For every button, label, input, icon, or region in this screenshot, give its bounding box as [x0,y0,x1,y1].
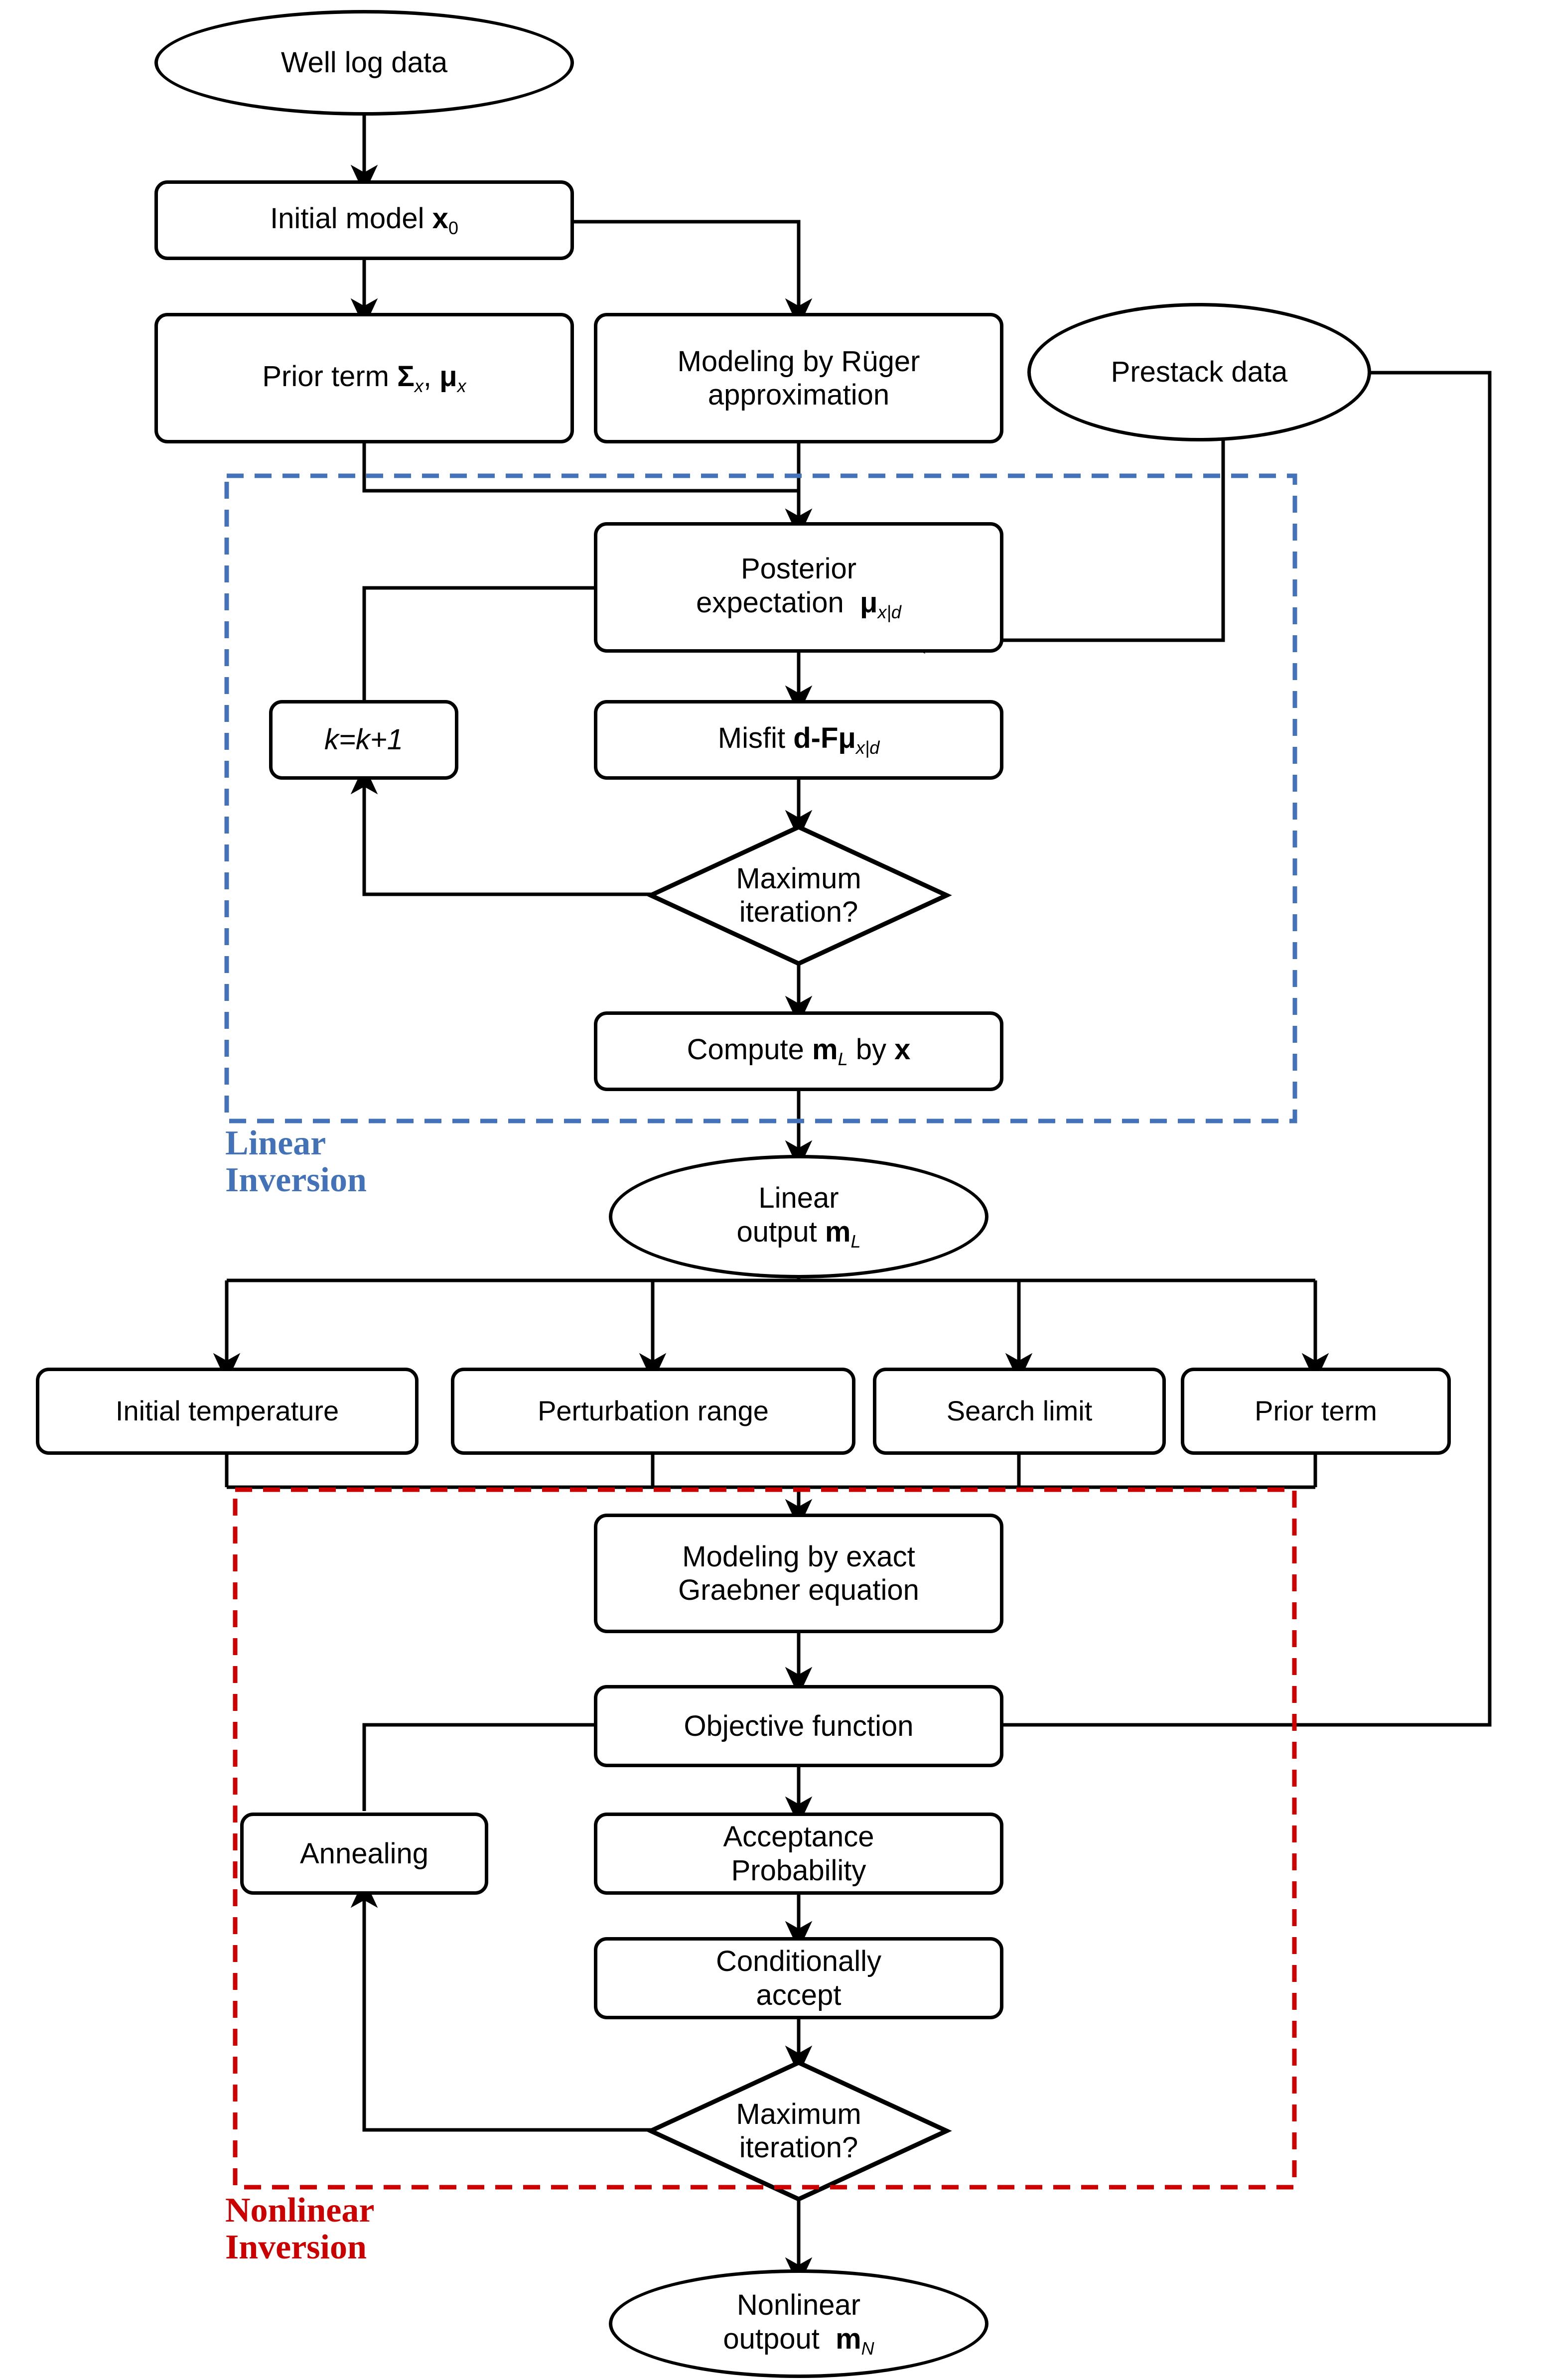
nonlinear-inversion-section-label: Nonlinear Inversion [225,2192,374,2266]
max-iter-nonlinear-line2: iteration? [739,2131,858,2164]
annealing-label: Annealing [300,1837,428,1870]
node-annealing[interactable]: Annealing [240,1813,488,1895]
node-prior-term-sigma-mu[interactable]: Prior term Σx, μx [154,313,574,443]
node-posterior-expectation[interactable]: Posterior expectation μx|d [594,522,1003,653]
node-modeling-graebner[interactable]: Modeling by exact Graebner equation [594,1514,1003,1633]
conditionally-line1: Conditionally [715,1945,882,1978]
node-prior-term[interactable]: Prior term [1181,1368,1451,1455]
node-well-log-data[interactable]: Well log data [154,10,574,116]
max-iter-linear-line2: iteration? [739,896,858,928]
node-perturbation-range[interactable]: Perturbation range [451,1368,855,1455]
node-linear-output[interactable]: Linear output mL [609,1155,988,1278]
linear-inversion-line1: Linear [225,1124,326,1162]
linear-inversion-line2: Inversion [225,1161,367,1200]
max-iter-linear-line1: Maximum [736,862,861,895]
initial-model-label: Initial model x0 [270,202,458,239]
node-conditionally-accept[interactable]: Conditionally accept [594,1937,1003,2019]
acceptance-line2: Probability [731,1854,866,1887]
node-prestack-data[interactable]: Prestack data [1027,303,1371,441]
maximum-iteration-nonlinear-label[interactable]: Maximum iteration? [651,2063,947,2199]
graebner-line1: Modeling by exact [682,1540,915,1573]
posterior-expectation-line1: Posterior [740,553,857,585]
search-limit-label: Search limit [946,1395,1093,1427]
node-k-increment[interactable]: k=k+1 [269,700,458,780]
k-increment-label: k=k+1 [324,723,403,756]
acceptance-line1: Acceptance [723,1820,874,1853]
objective-function-label: Objective function [684,1709,914,1742]
initial-temperature-label: Initial temperature [115,1395,339,1427]
prestack-data-label: Prestack data [1111,356,1288,389]
modeling-ruger-line2: approximation [707,379,890,411]
node-compute-ml[interactable]: Compute mL by x [594,1011,1003,1091]
node-nonlinear-output[interactable]: Nonlinear outpout mN [609,2269,988,2378]
compute-ml-label: Compute mL by x [687,1033,911,1070]
prior-term-sigma-mu-label: Prior term Σx, μx [262,360,466,397]
max-iter-nonlinear-line1: Maximum [736,2098,861,2130]
well-log-data-label: Well log data [281,46,448,79]
node-search-limit[interactable]: Search limit [873,1368,1166,1455]
node-acceptance-probability[interactable]: Acceptance Probability [594,1813,1003,1895]
perturbation-range-label: Perturbation range [538,1395,769,1427]
nonlinear-output-line1: Nonlinear [736,2289,861,2322]
nonlinear-output-line2: outpout mN [723,2322,874,2359]
node-initial-temperature[interactable]: Initial temperature [36,1368,419,1455]
linear-inversion-section-label: Linear Inversion [225,1124,367,1200]
linear-output-line1: Linear [758,1182,839,1215]
node-misfit[interactable]: Misfit d-Fμx|d [594,700,1003,780]
node-initial-model[interactable]: Initial model x0 [154,180,574,260]
modeling-ruger-line1: Modeling by Rüger [677,345,920,378]
nonlinear-inversion-line1: Nonlinear [225,2191,375,2230]
misfit-label: Misfit d-Fμx|d [717,722,880,758]
maximum-iteration-linear-label[interactable]: Maximum iteration? [651,827,947,964]
conditionally-line2: accept [756,1978,842,2011]
node-modeling-ruger[interactable]: Modeling by Rüger approximation [594,313,1003,443]
linear-output-line2: output mL [736,1215,861,1252]
nonlinear-inversion-line2: Inversion [225,2228,367,2267]
posterior-expectation-line2: expectation μx|d [696,586,901,622]
graebner-line2: Graebner equation [678,1574,919,1606]
prior-term-label: Prior term [1255,1395,1377,1427]
node-objective-function[interactable]: Objective function [594,1685,1003,1767]
